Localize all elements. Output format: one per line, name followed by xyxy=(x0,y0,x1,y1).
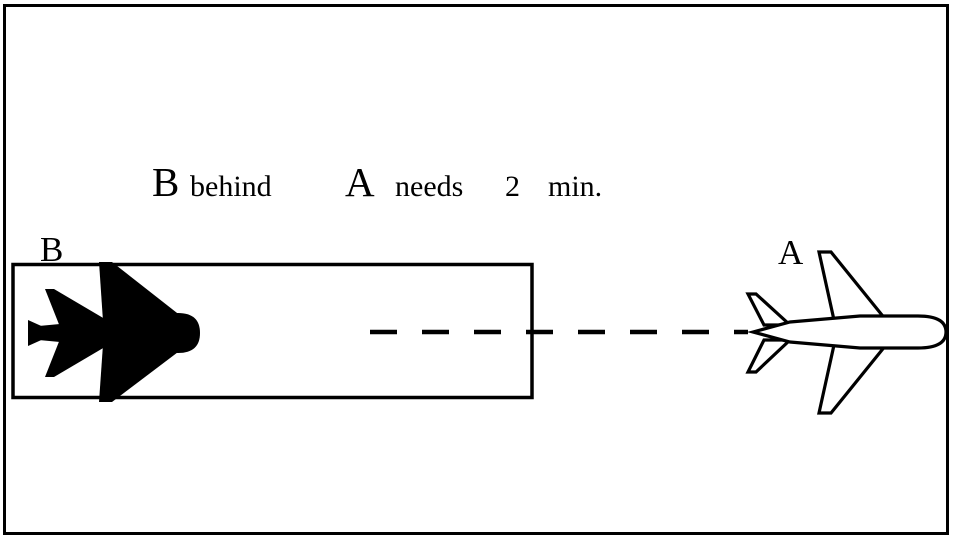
aircraft-a-tailplane-lower xyxy=(745,338,795,374)
aircraft-label-a: A xyxy=(778,233,804,272)
page-border xyxy=(3,4,949,535)
caption-segment-behind: behind xyxy=(190,170,272,203)
aircraft-b-tailplane-upper xyxy=(45,289,110,332)
aircraft-a-fuselage xyxy=(746,314,948,350)
aircraft-a-wing-upper xyxy=(817,250,890,322)
aircraft-b-tailplane-lower xyxy=(45,334,110,377)
aircraft-label-b: B xyxy=(40,230,63,269)
caption-segment-value: 2 xyxy=(505,170,520,203)
aircraft-b-tail-spike-lower xyxy=(28,337,48,346)
caption-segment-needs: needs xyxy=(395,170,463,203)
aircraft-b-tail-spike-upper xyxy=(28,320,48,329)
caption-segment-b: B xyxy=(152,159,179,205)
aircraft-a-wing-lower xyxy=(817,343,890,415)
caption-segment-a: A xyxy=(345,159,375,205)
aircraft-b-silhouette xyxy=(28,262,200,402)
caption-segment-unit: min. xyxy=(548,170,602,203)
aircraft-a-outline xyxy=(745,250,948,415)
aircraft-a-tailplane-upper xyxy=(745,292,795,327)
